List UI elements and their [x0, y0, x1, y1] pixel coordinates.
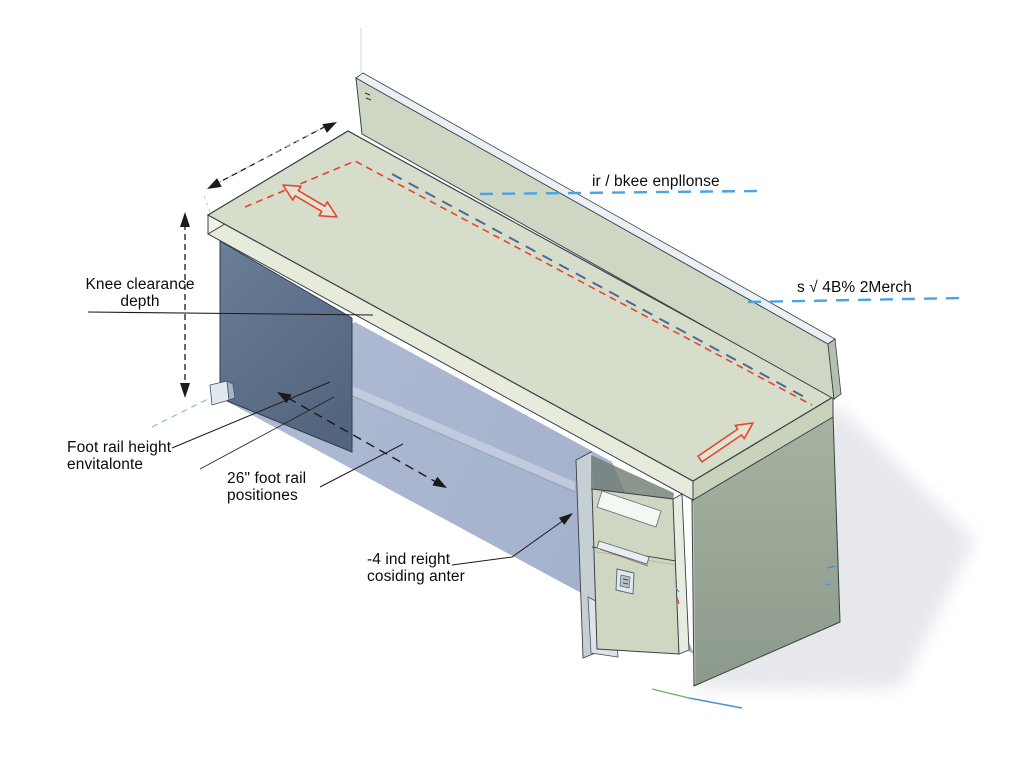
knee-clearance-label: Knee clearance depth [84, 276, 196, 310]
height-note-line2: cosiding anter [367, 568, 465, 585]
back-panel [355, 28, 842, 400]
floor-extension-dashed [151, 397, 211, 428]
right-panel-blue-tick-2 [825, 583, 832, 586]
depth-dimension-arrow [203, 122, 337, 213]
lower-drawer-handle-shadow [599, 548, 649, 567]
pedestal-right-strip [672, 493, 690, 655]
right-panel-blue-tick-1 [826, 565, 836, 569]
foot-rail-positions-label: 26" foot rail positiones [227, 470, 306, 504]
surface-diagonal-arrow-left [282, 184, 338, 218]
foot-rail-leader-1 [171, 381, 331, 449]
height-note-line1: -4 ind reight [367, 551, 451, 568]
foot-rail-end [209, 380, 236, 406]
pedestal-strip-red-tick [676, 596, 680, 605]
top-note-label: ir / bkee enpllonse [592, 173, 720, 190]
knee-clearance-line2: depth [120, 293, 160, 310]
pedestal-strip-blue-tick [675, 587, 680, 593]
surface-red-dashed-line [244, 160, 813, 406]
top-note-dashed-line [479, 189, 758, 196]
knee-clearance-line1: Knee clearance [85, 276, 195, 293]
drawer-lock-plate [615, 568, 635, 595]
panel-base-navy-dashed-line [391, 173, 811, 401]
foot-rail-positions-line1: 26" foot rail [227, 470, 307, 487]
back-panel-end-cap [827, 338, 842, 400]
floor-accent-line-green [651, 688, 690, 699]
back-panel-mark [364, 92, 372, 101]
top-drawer-handle [596, 490, 662, 528]
height-note-leader [451, 513, 573, 566]
knee-clearance-leader [87, 311, 374, 316]
desk-top-slab [206, 130, 835, 501]
right-note-dashed-line [747, 296, 963, 304]
foot-rail-height-line1: Foot rail height [67, 439, 172, 456]
floor-accent-line-blue [688, 697, 743, 709]
surface-diagonal-arrow-right [697, 422, 754, 463]
right-end-panel-highlight [692, 501, 696, 685]
height-dimension-arrow [180, 212, 190, 398]
left-end-panel [219, 240, 353, 453]
foot-rail-height-line2: envitalonte [67, 456, 144, 473]
foot-rail-positions-line2: positiones [227, 487, 298, 504]
height-note-label: -4 ind reight cosiding anter [367, 551, 465, 585]
positions-leader [319, 443, 404, 488]
lower-drawer-handle [596, 540, 650, 565]
foot-rail-span-arrow [277, 392, 447, 488]
foot-rail-height-label: Foot rail height envitalonte [67, 439, 171, 473]
drawer-pedestal [575, 451, 690, 659]
right-note-label: s √ 4B% 2Merch [797, 279, 913, 296]
foot-rail-leader-2 [199, 396, 335, 470]
